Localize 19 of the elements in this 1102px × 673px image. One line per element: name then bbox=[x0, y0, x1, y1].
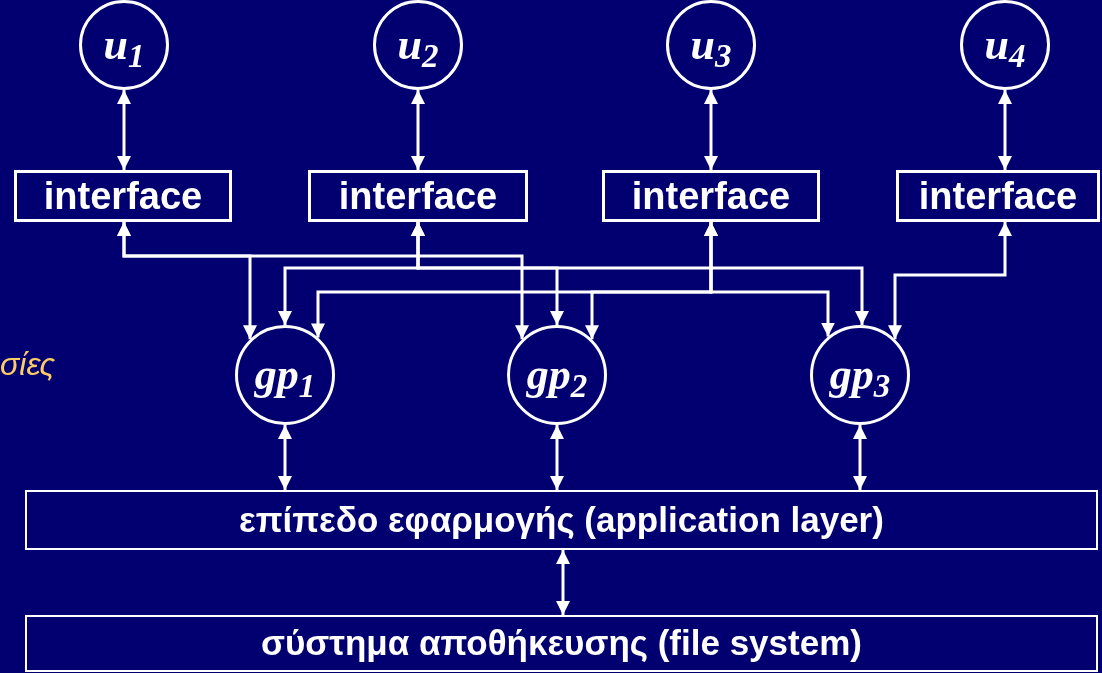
connector-arrow bbox=[411, 222, 869, 326]
interface-box: interface bbox=[308, 170, 528, 222]
connector-arrow bbox=[704, 90, 718, 170]
connector-arrow bbox=[853, 425, 867, 490]
interface-box: interface bbox=[896, 170, 1100, 222]
layer-box: επίπεδο εφαρμογής (application layer) bbox=[25, 490, 1098, 550]
partial-text: σίες bbox=[0, 345, 56, 384]
connector-arrow bbox=[411, 90, 425, 170]
connector-arrow bbox=[998, 90, 1012, 170]
connector-arrow bbox=[704, 222, 835, 337]
connector-arrow bbox=[117, 222, 529, 340]
interface-box: interface bbox=[14, 170, 232, 222]
connector-arrow bbox=[550, 425, 564, 490]
connector-arrow bbox=[278, 425, 292, 490]
connector-arrow bbox=[556, 550, 570, 615]
interface-box: interface bbox=[602, 170, 820, 222]
connector-arrow bbox=[888, 222, 1012, 340]
layer-box: σύστημα αποθήκευσης (file system) bbox=[25, 615, 1098, 672]
connector-arrow bbox=[117, 90, 131, 170]
